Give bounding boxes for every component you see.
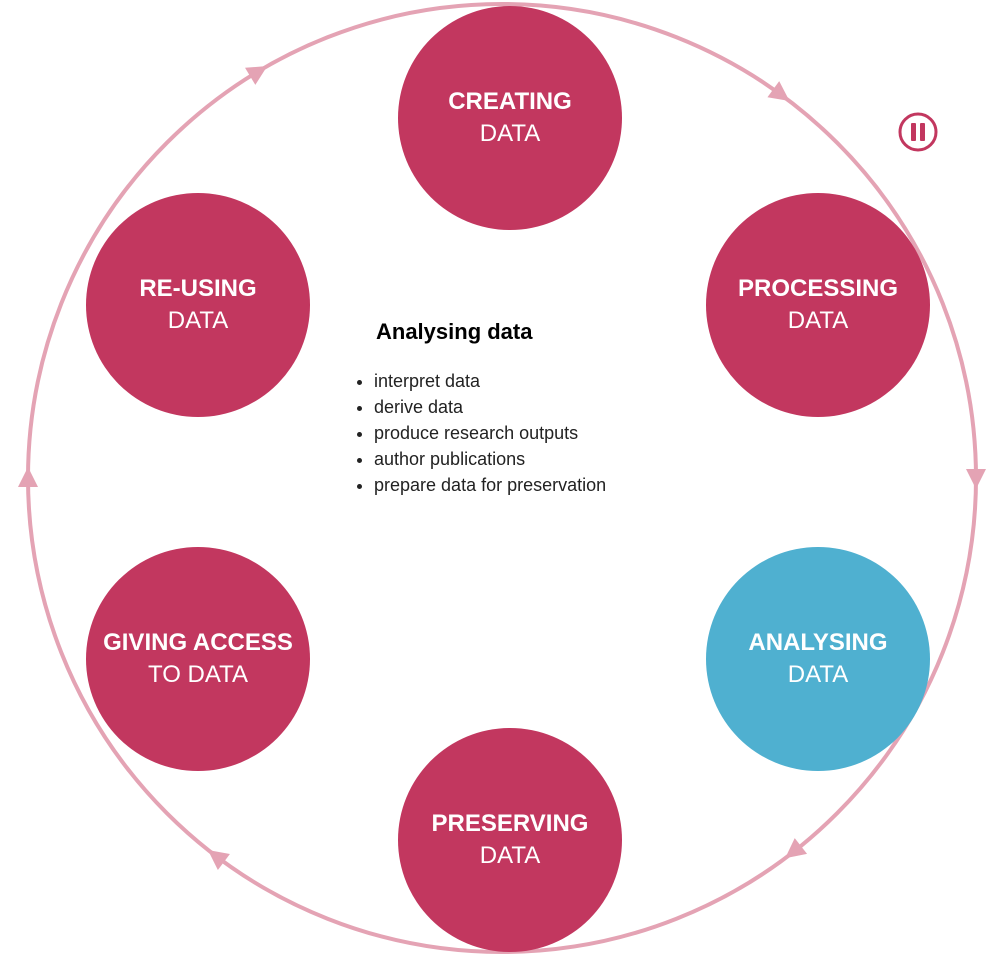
stage-title: PROCESSING (737, 275, 899, 302)
stage-info-title: Analysing data (376, 319, 533, 344)
stage-info-list: interpret data derive data produce resea… (340, 368, 700, 498)
cycle-arrows (18, 66, 986, 871)
stage-processing-data[interactable]: PROCESSING DATA (706, 193, 930, 417)
stage-title: ANALYSING (748, 629, 888, 656)
stage-re-using-data[interactable]: RE-USING DATA (86, 193, 310, 417)
list-item: prepare data for preservation (374, 472, 700, 498)
stage-info-panel: Analysing data interpret data derive dat… (340, 318, 700, 498)
cycle-arrow (18, 467, 38, 487)
stage-giving-access-to-data[interactable]: GIVING ACCESS TO DATA (86, 547, 310, 771)
list-item: interpret data (374, 368, 700, 394)
list-item: author publications (374, 446, 700, 472)
stage-title: GIVING ACCESS (103, 629, 293, 656)
stage-title: RE-USING (139, 275, 257, 302)
stage-title: PRESERVING (431, 810, 589, 837)
stage-subtitle: DATA (787, 307, 849, 334)
cycle-arrow (966, 469, 986, 489)
stage-preserving-data[interactable]: PRESERVING DATA (398, 728, 622, 952)
list-item: produce research outputs (374, 420, 700, 446)
stage-subtitle: DATA (787, 661, 849, 688)
stage-subtitle: DATA (167, 307, 229, 334)
stage-subtitle: DATA (479, 120, 541, 147)
stage-subtitle: TO DATA (147, 661, 248, 688)
stage-subtitle: DATA (479, 842, 541, 869)
cycle-arrow (207, 849, 230, 871)
cycle-arrow (245, 66, 268, 85)
cycle-arrow (767, 81, 790, 101)
stage-analysing-data[interactable]: ANALYSING DATA (706, 547, 930, 771)
pause-icon (898, 112, 938, 152)
stage-title: CREATING (448, 88, 572, 115)
pause-button[interactable] (896, 110, 940, 154)
stage-creating-data[interactable]: CREATING DATA (398, 6, 622, 230)
cycle-arrow (785, 838, 808, 859)
list-item: derive data (374, 394, 700, 420)
